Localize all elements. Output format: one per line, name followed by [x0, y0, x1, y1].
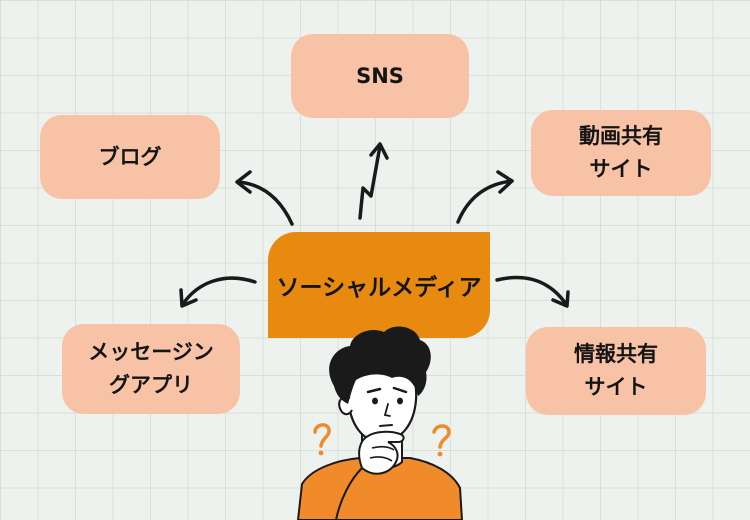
- arrowhead-video: [496, 170, 514, 194]
- social-media-label: ソーシャルメディア: [276, 275, 482, 301]
- sns-node: SNS: [291, 34, 469, 118]
- sns-label: SNS: [356, 63, 404, 88]
- blog-label: ブログ: [98, 144, 162, 169]
- question-mark-right-icon: [432, 424, 451, 457]
- blog-node: ブログ: [40, 115, 220, 199]
- arrow-to-sns: [358, 144, 382, 220]
- question-mark-left-icon: [313, 423, 331, 456]
- social-media-center-node: ソーシャルメディア: [268, 232, 490, 338]
- arrowhead-messaging: [179, 288, 198, 308]
- messaging-app-label: メッセージン グアプリ: [88, 340, 214, 397]
- arrow-to-video: [456, 179, 514, 224]
- messaging-app-node: メッセージン グアプリ: [62, 324, 240, 414]
- video-sharing-node: 動画共有 サイト: [531, 110, 711, 196]
- thinking-person-illustration: [296, 326, 464, 520]
- info-sharing-label: 情報共有 サイト: [574, 342, 658, 399]
- arrow-to-blog: [236, 180, 294, 226]
- arrowhead-info: [551, 290, 570, 308]
- arrow-to-messaging: [181, 276, 257, 306]
- arrowhead-sns: [369, 142, 389, 160]
- arrow-to-info: [495, 275, 568, 306]
- arrowhead-blog: [235, 170, 252, 194]
- info-sharing-node: 情報共有 サイト: [526, 327, 706, 415]
- video-sharing-label: 動画共有 サイト: [579, 124, 663, 181]
